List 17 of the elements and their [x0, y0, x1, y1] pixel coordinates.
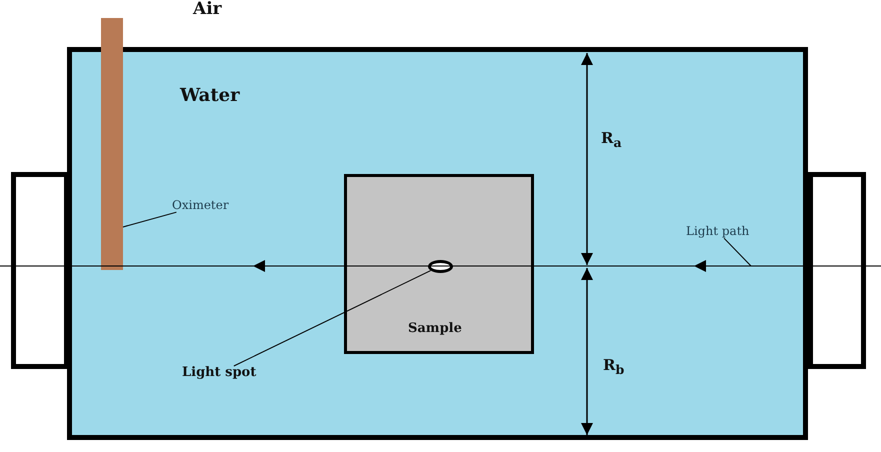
leader-line: [233, 270, 432, 366]
sample-label: Sample: [408, 322, 462, 336]
light-path-label: Light path: [686, 225, 750, 238]
side-window: [11, 172, 69, 369]
light-spot-ellipse: [428, 260, 453, 273]
leader-line: [122, 212, 177, 228]
air-label: Air: [193, 0, 222, 19]
side-window: [808, 172, 866, 369]
tank-label: Water: [180, 86, 240, 106]
radius-label: R$_{b}$: [603, 357, 624, 377]
oximeter-label: Oximeter: [172, 199, 229, 212]
leader-line: [724, 238, 752, 266]
light-spot-label: Light spot: [182, 366, 256, 380]
water-tank: [67, 47, 808, 440]
radius-label: R$_{a}$: [601, 130, 622, 150]
oximeter-rod: [101, 18, 123, 270]
sample-box: [344, 174, 534, 354]
